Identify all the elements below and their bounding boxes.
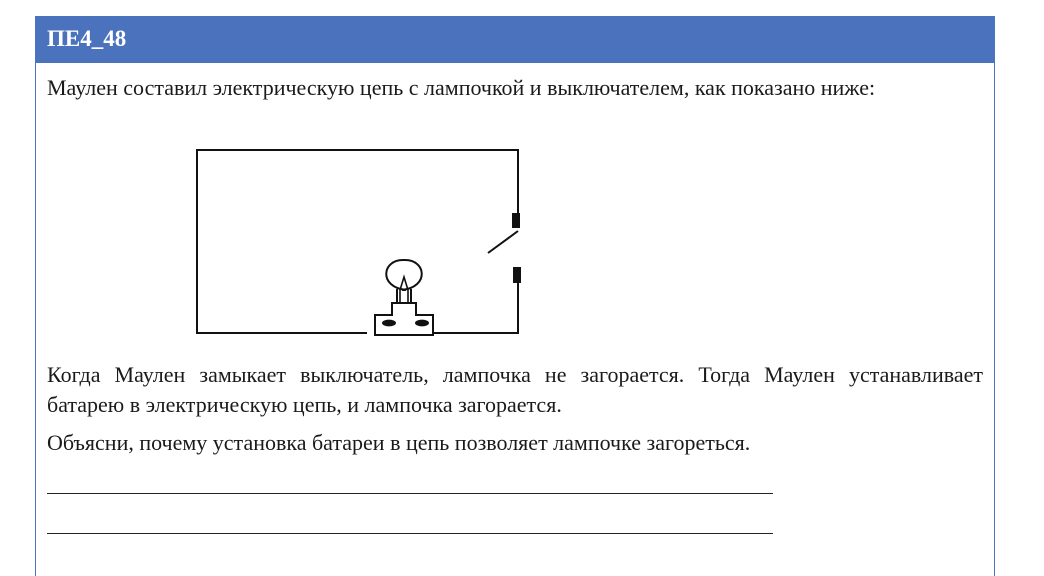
light-bulb-icon [374,258,434,336]
circuit-wire-return [408,275,519,334]
question-card: ПЕ4_48 Маулен составил электрическую цеп… [35,16,995,576]
question-prompt: Объясни, почему установка батареи в цепь… [47,430,751,455]
question-code: ПЕ4_48 [47,26,127,51]
circuit-wire-main [196,149,519,334]
answer-line-2[interactable] [47,533,773,534]
answer-line-1[interactable] [47,493,773,494]
question-observation: Когда Маулен замыкает выключатель, лампо… [47,362,983,417]
question-header: ПЕ4_48 [36,17,994,63]
circuit-diagram [196,149,521,336]
question-intro: Маулен составил электрическую цепь с лам… [47,75,876,100]
open-switch-icon [487,213,521,283]
